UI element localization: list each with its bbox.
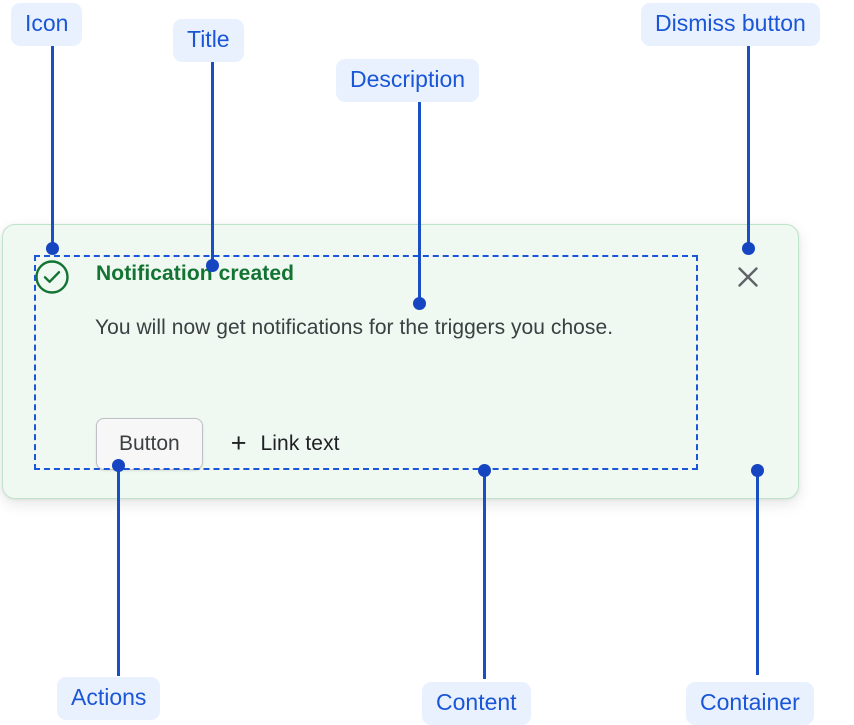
annotation-label-dismiss-button: Dismiss button <box>641 3 820 46</box>
close-icon <box>738 267 758 287</box>
leader-line-content <box>483 470 486 679</box>
annotation-label-actions: Actions <box>57 677 161 720</box>
annotation-label-title: Title <box>173 19 244 62</box>
notification-actions: Button + Link text <box>96 418 340 470</box>
leader-dot-actions <box>112 459 125 472</box>
leader-line-container <box>756 470 759 675</box>
leader-dot-description <box>413 297 426 310</box>
annotation-label-description: Description <box>336 59 480 102</box>
leader-line-description <box>418 96 421 307</box>
leader-dot-content <box>478 464 491 477</box>
notification-description: You will now get notifications for the t… <box>95 316 614 339</box>
leader-line-dismiss <box>747 40 750 251</box>
annotation-label-content: Content <box>422 682 531 725</box>
leader-line-actions <box>117 465 120 676</box>
plus-icon: + <box>230 427 247 458</box>
action-link[interactable]: + Link text <box>230 427 340 458</box>
check-circle-icon <box>34 259 70 295</box>
leader-line-title <box>211 56 214 268</box>
leader-dot-dismiss <box>742 242 755 255</box>
notification-title: Notification created <box>96 262 295 285</box>
leader-dot-container <box>751 464 764 477</box>
action-link-label: Link text <box>260 432 340 455</box>
dismiss-button[interactable] <box>731 260 765 294</box>
annotation-label-container: Container <box>686 682 814 725</box>
leader-dot-title <box>206 259 219 272</box>
leader-line-icon <box>51 40 54 250</box>
annotation-label-icon: Icon <box>11 3 83 46</box>
leader-dot-icon <box>46 242 59 255</box>
